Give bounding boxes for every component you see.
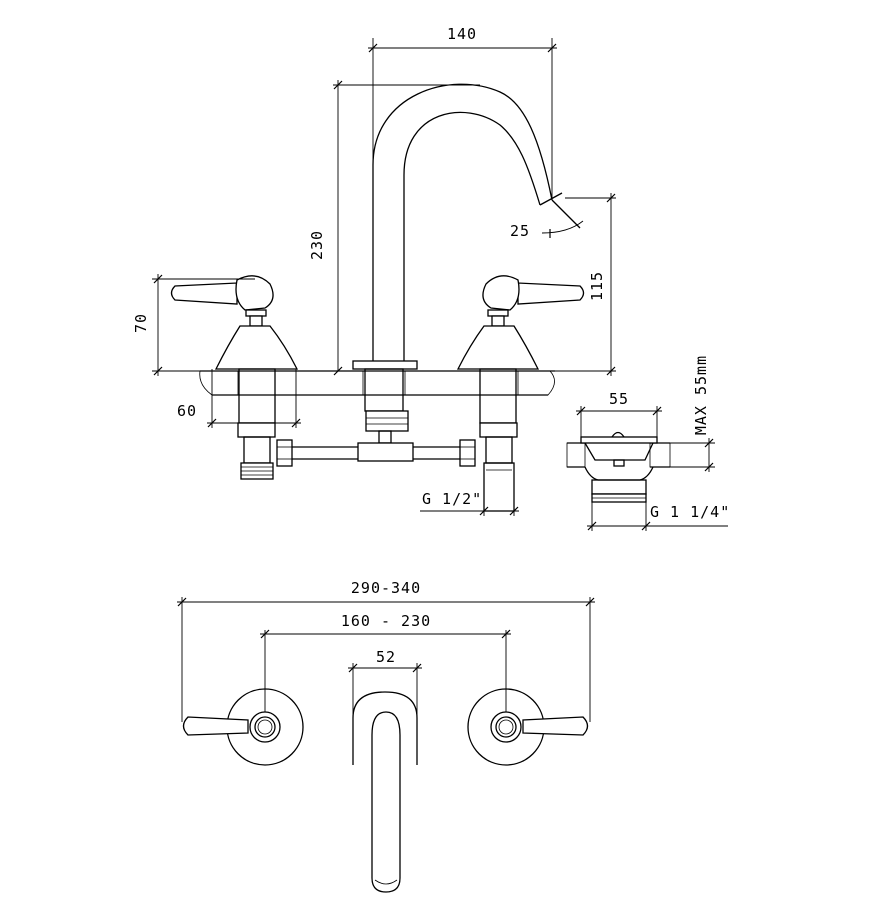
plan-view: 290-340 160 - 230 52 <box>177 579 595 893</box>
dimension-spout-height: 230 <box>308 80 480 376</box>
right-handle-plan <box>467 688 589 766</box>
left-handle-plan <box>182 688 304 766</box>
shank-length-label: 60 <box>177 402 197 420</box>
dimension-overall-width: 290-340 <box>177 579 595 722</box>
waste-thread-label: G 1 1/4" <box>650 503 730 521</box>
spout-base-label: 52 <box>376 648 396 666</box>
overall-width-label: 290-340 <box>351 579 421 597</box>
dimension-spout-base: 52 <box>348 648 422 718</box>
valve-thread-label: G 1/2" <box>422 490 482 508</box>
dimension-valve-thread: G 1/2" <box>420 486 519 516</box>
spout-plan <box>352 691 418 893</box>
dimension-valve-centres: 160 - 230 <box>260 612 511 712</box>
handle-height-label: 70 <box>132 313 150 333</box>
spout <box>352 83 581 462</box>
connecting-pipe <box>276 439 476 467</box>
outlet-height-label: 115 <box>588 271 606 301</box>
dimension-max-thickness: MAX 55mm <box>670 355 715 472</box>
waste-width-label: 55 <box>609 390 629 408</box>
dimension-spout-angle: 25 <box>510 220 584 240</box>
max-thickness-label: MAX 55mm <box>692 355 710 435</box>
elevation-view: 140 230 25 115 <box>132 25 616 516</box>
spout-angle-label: 25 <box>510 222 530 240</box>
dimension-spout-reach: 140 <box>368 25 557 200</box>
right-valve <box>456 275 585 512</box>
dimension-handle-height: 70 <box>132 274 255 376</box>
spout-reach-label: 140 <box>447 25 477 43</box>
countertop-section <box>199 370 555 396</box>
dimension-shank-length: 60 <box>177 369 301 428</box>
dimension-outlet-height: 115 <box>540 193 616 376</box>
left-valve <box>170 275 299 480</box>
valve-centres-label: 160 - 230 <box>341 612 431 630</box>
spout-height-label: 230 <box>308 230 326 260</box>
dimension-waste-thread: G 1 1/4" <box>587 502 730 531</box>
dimension-waste-width: 55 <box>576 390 662 437</box>
waste-detail: 55 MAX 55mm G 1 1/4" <box>566 355 730 531</box>
